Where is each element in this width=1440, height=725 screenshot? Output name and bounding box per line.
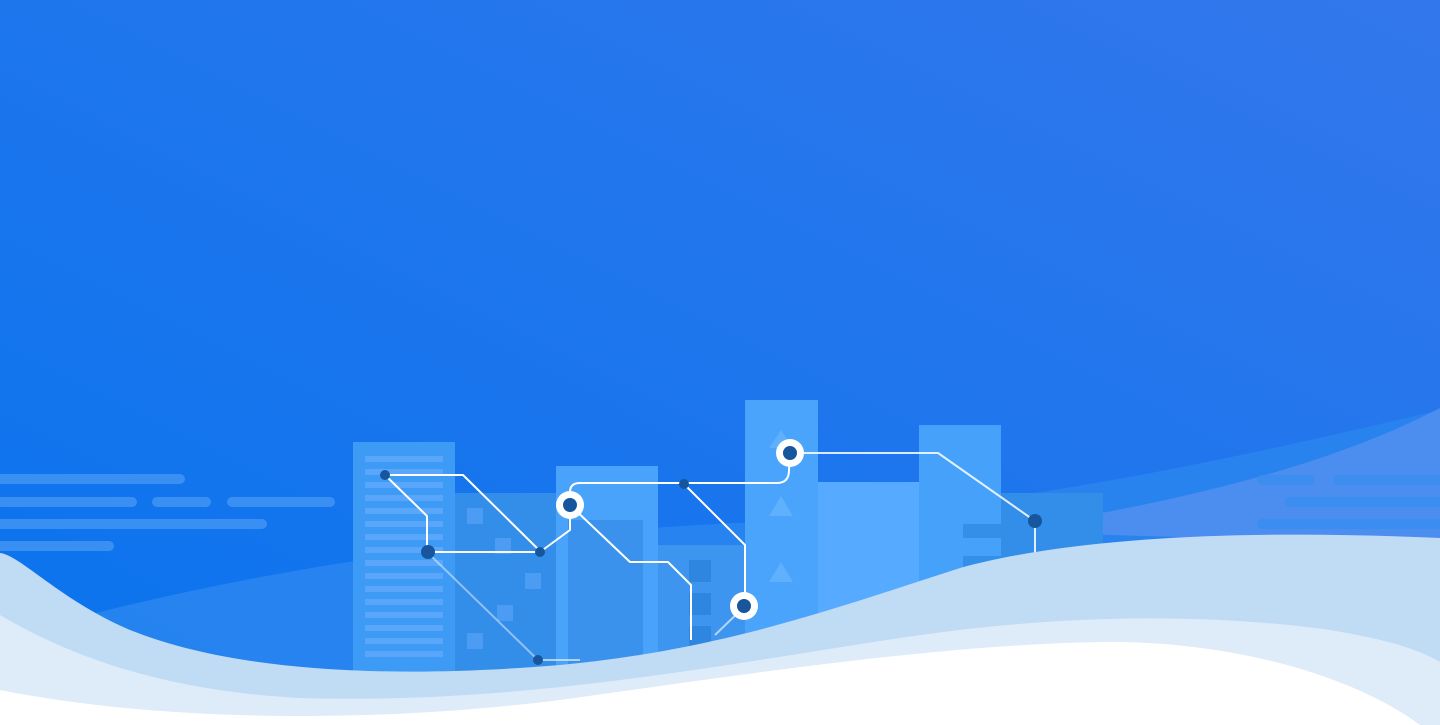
building-mid-windows [689, 560, 711, 648]
circuit-node-small [1028, 514, 1042, 528]
circuit-node-ring [556, 491, 584, 519]
circuit-node-small [679, 479, 689, 489]
circuit-node-small [535, 547, 545, 557]
circuit-node-small [380, 470, 390, 480]
circuit-node-small [421, 545, 435, 559]
building-squares-windows [467, 508, 541, 649]
circuit-node-small [533, 655, 543, 665]
circuit-node-ring [730, 592, 758, 620]
right-decorative-dashes [1257, 475, 1440, 529]
circuit-nodes [380, 439, 1042, 665]
left-decorative-dashes [0, 474, 335, 551]
circuit-node-ring [776, 439, 804, 467]
building-striped-windows [365, 456, 443, 657]
wave-front [0, 641, 1420, 725]
